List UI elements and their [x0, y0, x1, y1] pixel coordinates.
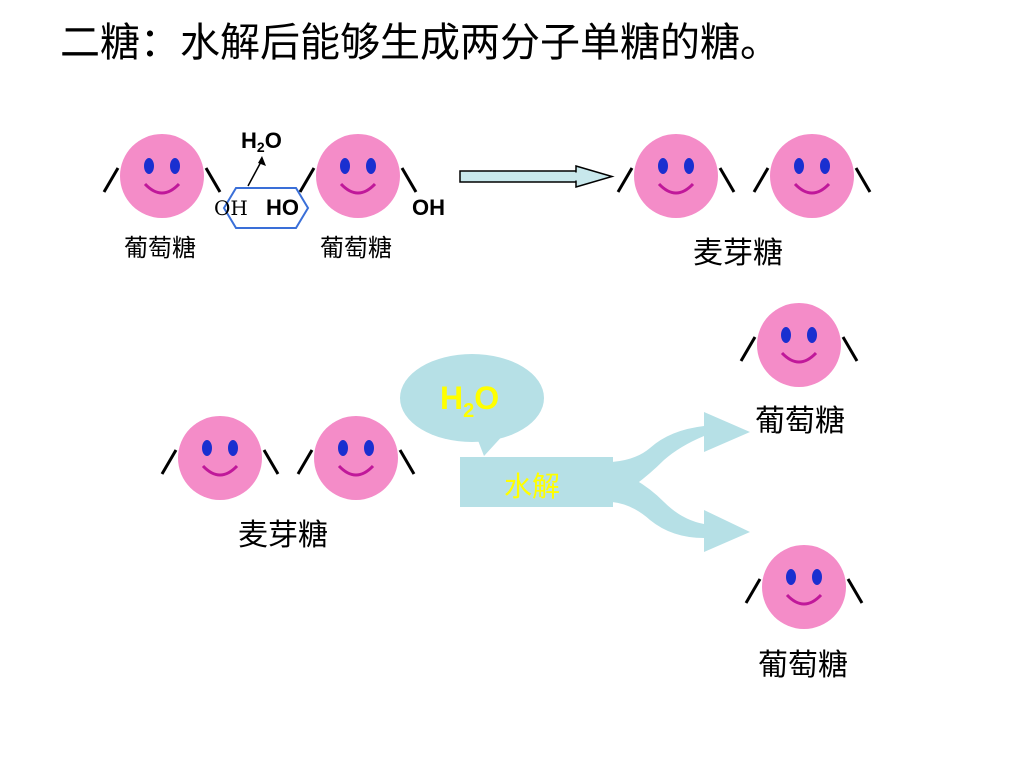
glucose-label-1: 葡萄糖 — [124, 234, 196, 262]
water-bubble — [400, 354, 544, 456]
maltose-unit-b — [752, 132, 872, 220]
water-o: O — [264, 128, 282, 153]
bubble-o: O — [474, 380, 500, 416]
bubble-subscript: 2 — [463, 400, 475, 422]
glucose-product-top — [739, 301, 859, 389]
glucose-label-2: 葡萄糖 — [320, 234, 392, 262]
split-arrow-up — [612, 412, 750, 500]
hydrolysis-label: 水解 — [504, 470, 561, 503]
bubble-water-formula: H2O — [440, 380, 500, 422]
water-h: H — [241, 128, 257, 153]
hydroxyl-right: OH — [412, 195, 445, 220]
bond-hexagon — [222, 187, 310, 229]
glucose-product-bottom — [744, 543, 864, 631]
page-title: 二糖：水解后能够生成两分子单糖的糖。 — [60, 20, 780, 66]
bubble-h: H — [440, 380, 464, 416]
water-release-arrowhead — [258, 156, 266, 166]
maltose-label-top: 麦芽糖 — [693, 236, 783, 271]
hydrolysis-box — [460, 457, 613, 507]
maltose-bottom-unit-b — [296, 414, 416, 502]
maltose-unit-a — [616, 132, 736, 220]
reaction-arrow — [459, 165, 615, 188]
water-formula-top: H2O — [241, 128, 282, 155]
hydroxyl-left: OH — [214, 196, 248, 220]
water-subscript: 2 — [256, 139, 265, 155]
glucose-label-right-top: 葡萄糖 — [755, 404, 845, 439]
glucose-molecule-2 — [298, 132, 418, 220]
glucose-molecule-1 — [102, 132, 222, 220]
water-release-arrow — [247, 159, 263, 187]
glucose-label-right-bottom: 葡萄糖 — [758, 648, 848, 683]
hydroxyl-mid: HO — [266, 195, 299, 220]
maltose-label-bottom: 麦芽糖 — [238, 518, 328, 553]
maltose-bottom-unit-a — [160, 414, 280, 502]
split-arrow-down — [612, 470, 750, 552]
